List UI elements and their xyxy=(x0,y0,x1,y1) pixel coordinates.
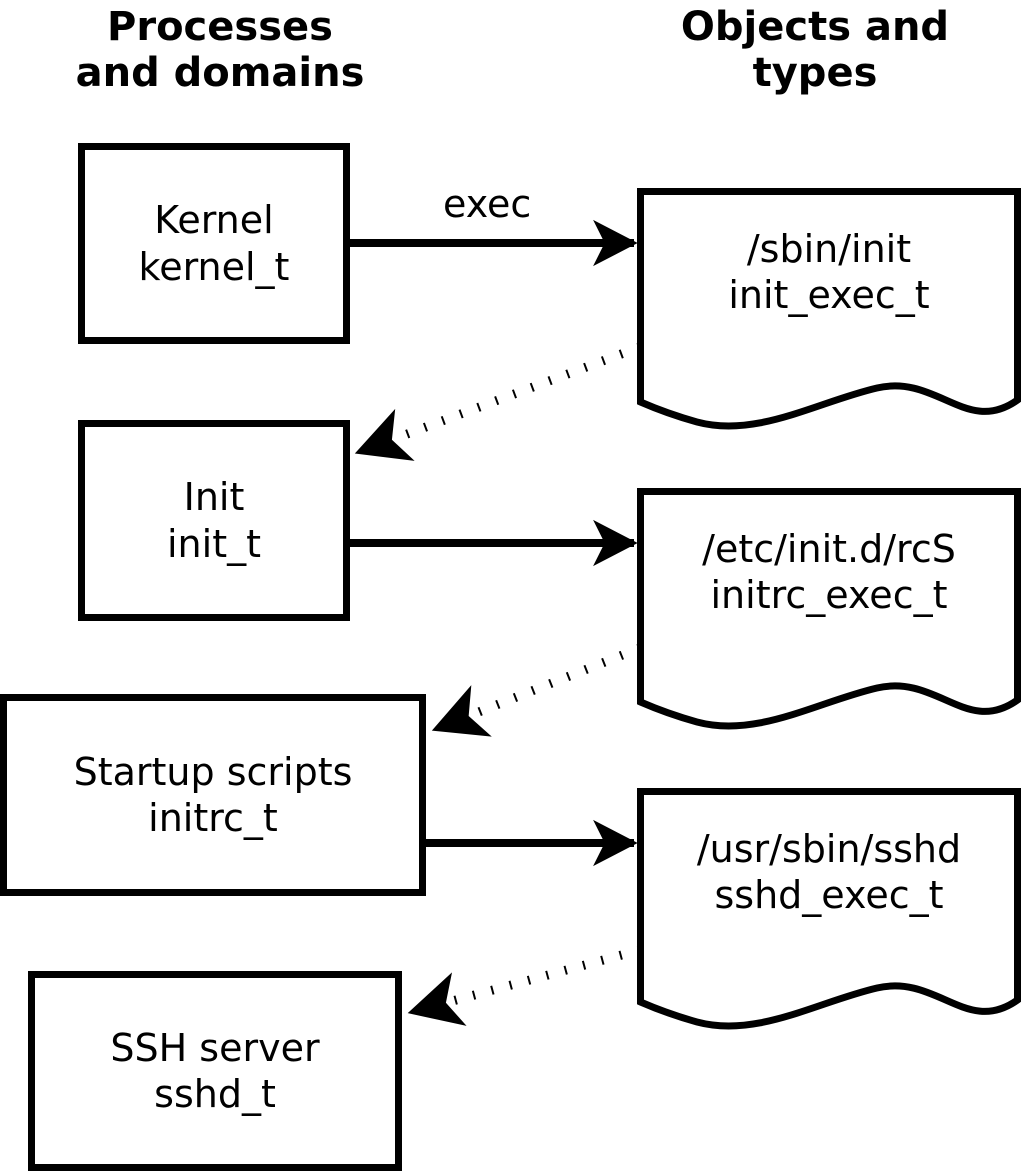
object-doc-sshd-exec[interactable]: /usr/sbin/sshd sshd_exec_t xyxy=(637,788,1021,1036)
document-shape-outline xyxy=(637,488,1021,730)
document-shape-outline xyxy=(637,188,1021,430)
process-box-kernel[interactable]: Kernel kernel_t xyxy=(78,143,350,344)
document-shape-outline xyxy=(637,788,1021,1030)
object-doc-init-exec[interactable]: /sbin/init init_exec_t xyxy=(637,188,1021,436)
process-box-init-title: Init xyxy=(183,475,245,520)
edge-initexec-transition xyxy=(354,342,642,461)
edge-label-exec: exec xyxy=(443,182,532,226)
process-box-initrc-type: initrc_t xyxy=(148,796,278,840)
process-box-sshd-title: SSH server xyxy=(110,1025,320,1070)
process-box-kernel-type: kernel_t xyxy=(138,244,290,289)
process-box-sshd[interactable]: SSH server sshd_t xyxy=(28,971,402,1171)
process-box-init[interactable]: Init init_t xyxy=(78,420,350,621)
object-doc-initrc-exec[interactable]: /etc/init.d/rcS initrc_exec_t xyxy=(637,488,1021,736)
column-header-objects: Objects and types xyxy=(680,4,950,96)
column-header-processes: Processes and domains xyxy=(75,4,365,96)
process-box-kernel-title: Kernel xyxy=(154,198,274,243)
process-box-initrc[interactable]: Startup scripts initrc_t xyxy=(0,694,426,896)
process-box-initrc-title: Startup scripts xyxy=(73,749,353,794)
edge-initrcexec-transition xyxy=(431,643,642,737)
edge-sshdexec-transition xyxy=(407,945,642,1026)
process-box-sshd-type: sshd_t xyxy=(154,1072,276,1116)
process-box-init-type: init_t xyxy=(167,521,261,566)
